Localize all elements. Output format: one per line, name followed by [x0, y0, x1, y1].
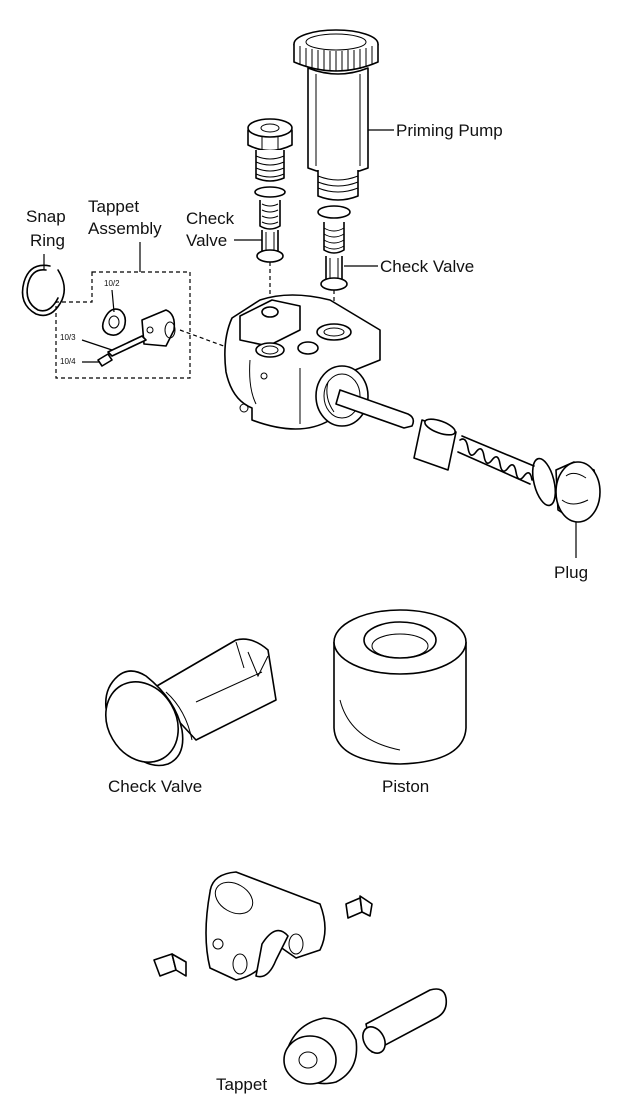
part-number-10-3: 10/3 [60, 333, 76, 342]
part-number-10-4: 10/4 [60, 357, 76, 366]
label-check-valve-top-2: Valve [186, 231, 227, 250]
detail-check-valve: Check Valve [104, 638, 277, 796]
label-snap-ring-1: Snap [26, 207, 66, 226]
label-check-valve-detail: Check Valve [108, 777, 202, 796]
top-labels: Snap Ring Tappet Assembly Check Valve Pr… [26, 121, 588, 582]
label-check-valve-right: Check Valve [380, 257, 474, 276]
priming-pump [293, 29, 379, 201]
label-snap-ring-2: Ring [30, 231, 65, 250]
push-rod [335, 389, 415, 429]
label-plug: Plug [554, 563, 588, 582]
detail-piston: Piston [333, 609, 467, 796]
tappet-assembly-box: 10/2 10/3 10/4 [55, 271, 191, 379]
check-valve-stack-left [247, 118, 293, 263]
snap-ring [21, 264, 66, 317]
label-piston-detail: Piston [382, 777, 429, 796]
part-number-10-2: 10/2 [104, 279, 120, 288]
check-valve-stack-right [317, 205, 351, 291]
detail-tappet: Tappet [153, 871, 448, 1094]
label-tappet-assembly-2: Assembly [88, 219, 162, 238]
label-check-valve-top-1: Check [186, 209, 235, 228]
piston-spring-plug [413, 418, 601, 523]
label-priming-pump: Priming Pump [396, 121, 503, 140]
label-tappet-assembly-1: Tappet [88, 197, 139, 216]
label-tappet-detail: Tappet [216, 1075, 267, 1094]
